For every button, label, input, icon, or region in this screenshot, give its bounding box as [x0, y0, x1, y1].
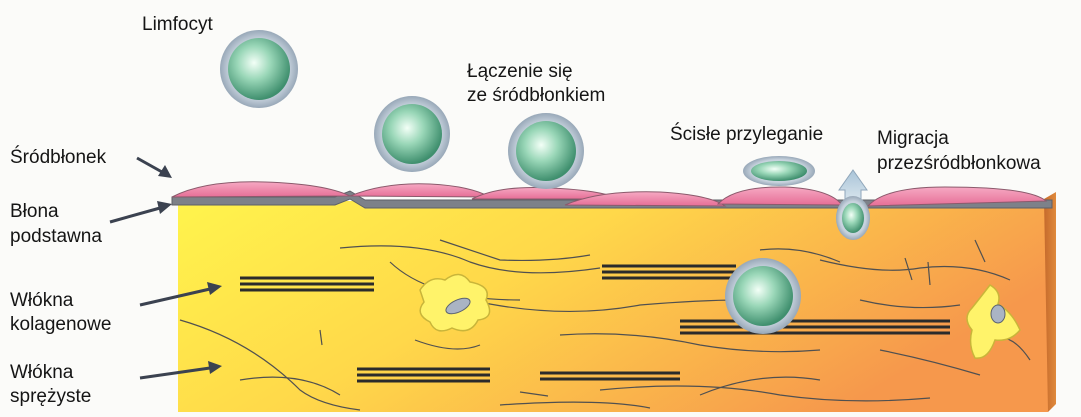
label-lymphocyte: Limfocyt [142, 13, 213, 37]
label-elastic-line2: sprężyste [10, 385, 91, 409]
label-collagen-line2: kolagenowe [10, 313, 111, 337]
label-tight-adhesion: Ścisłe przyleganie [670, 123, 823, 147]
lymphocyte-cell-approaching [374, 96, 450, 172]
label-elastic-line1: Włókna [10, 361, 73, 385]
label-migration-line1: Migracja [877, 127, 949, 151]
lymphocyte-cell-migrating [836, 170, 870, 240]
label-joining-line1: Łączenie się [467, 60, 573, 84]
lymphocyte-cell-in-tissue [725, 258, 801, 334]
label-endothelium: Śródbłonek [10, 146, 106, 170]
label-collagen-line1: Włókna [10, 289, 73, 313]
lymphocyte-cell-tight-adhesion [743, 156, 815, 186]
label-basement-line1: Błona [10, 200, 59, 224]
lymphocyte-cell-joining [508, 113, 584, 189]
label-joining-line2: ze śródbłonkiem [467, 84, 605, 108]
label-basement-line2: podstawna [10, 225, 102, 249]
lymphocyte-cell-free [220, 30, 298, 108]
label-migration-line2: przezśródbłonkowa [877, 152, 1041, 176]
